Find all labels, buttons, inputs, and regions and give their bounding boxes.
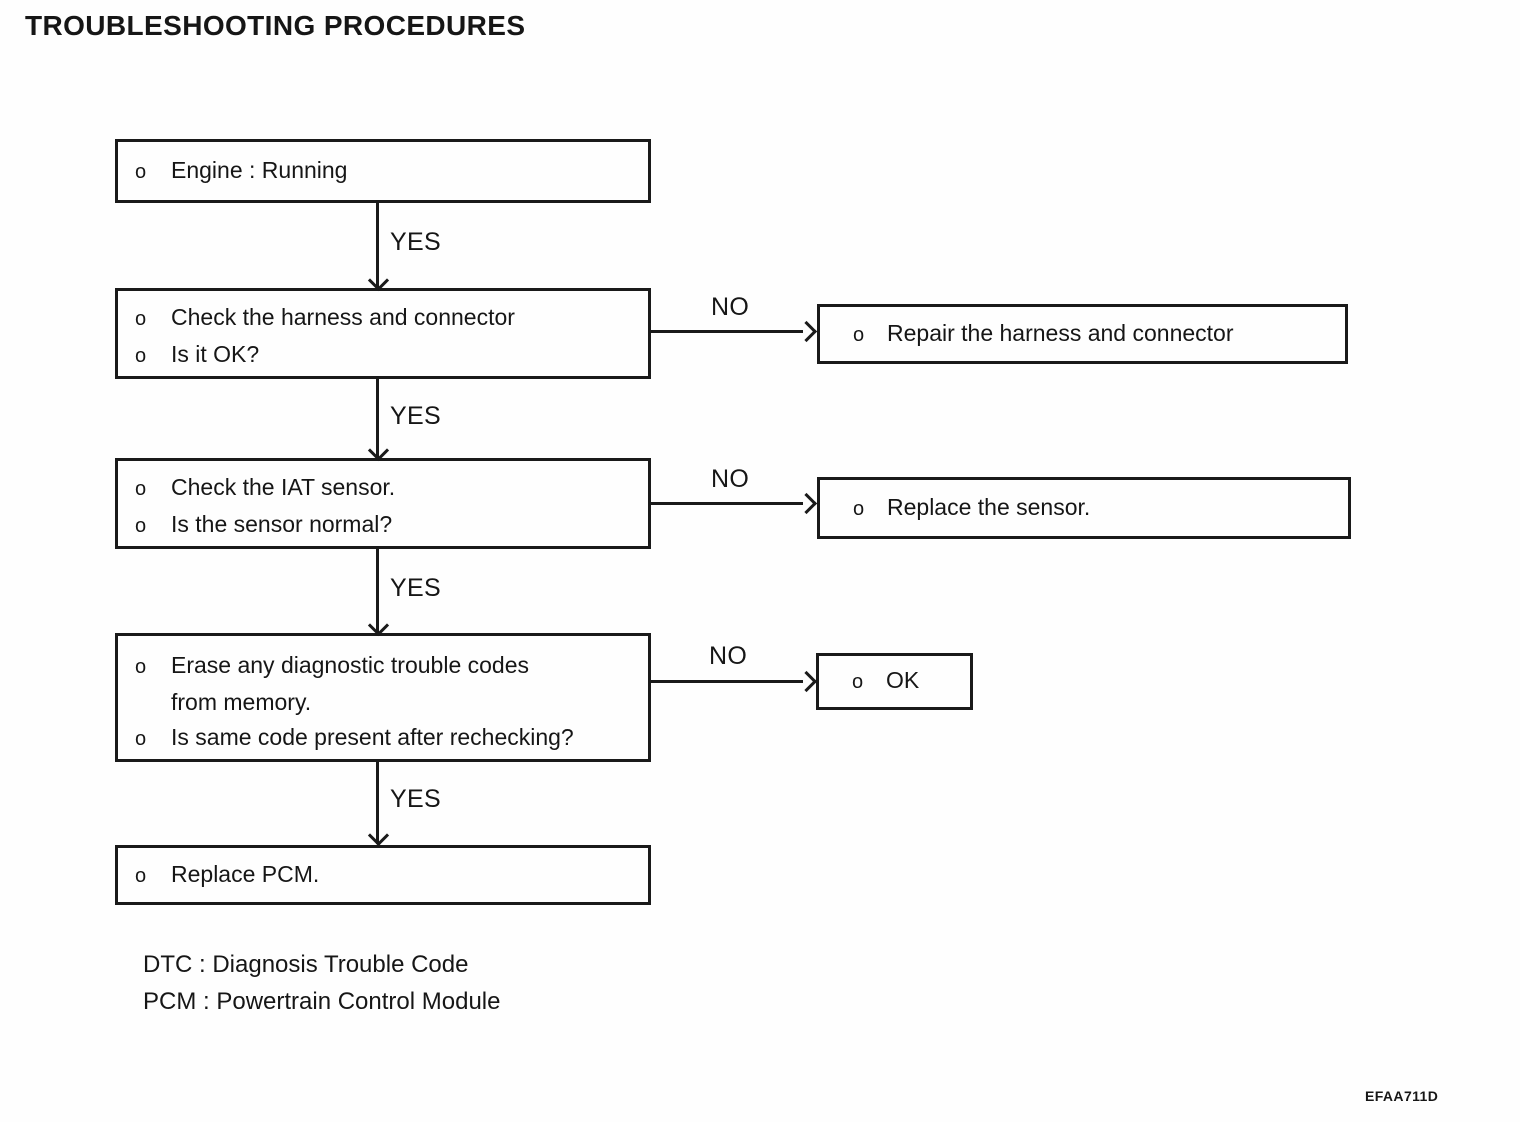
arrowhead-right-icon	[795, 320, 818, 343]
flow-box-repair-harness: o Repair the harness and connector	[817, 304, 1348, 364]
flow-box-line: o Check the IAT sensor.	[118, 470, 648, 507]
connector-line-right-1	[651, 330, 803, 333]
edge-label-no-1: NO	[711, 293, 750, 321]
bullet-marker: o	[852, 671, 864, 693]
connector-line-right-3	[651, 680, 803, 683]
arrowhead-right-icon	[795, 670, 818, 693]
edge-label-yes-4: YES	[390, 785, 441, 813]
flow-box-line: o Is same code present after rechecking?	[118, 720, 648, 757]
flow-box-check-harness: o Check the harness and connector o Is i…	[115, 288, 651, 379]
abbreviation-notes: DTC : Diagnosis Trouble Code PCM : Power…	[143, 946, 500, 1020]
flow-box-text: Is same code present after rechecking?	[171, 724, 574, 750]
edge-label-yes-2: YES	[390, 402, 441, 430]
flow-box-line: o Is it OK?	[118, 337, 648, 374]
flow-box-line: o Is the sensor normal?	[118, 507, 648, 544]
flow-box-text: Erase any diagnostic trouble codes	[171, 652, 529, 678]
bullet-marker: o	[135, 478, 147, 500]
arrowhead-down-icon	[367, 824, 390, 847]
connector-line-down-2	[376, 379, 379, 459]
flow-box-line: o Replace PCM.	[118, 857, 648, 894]
bullet-marker: o	[135, 864, 147, 887]
flow-box-text: Is it OK?	[171, 341, 260, 367]
flow-box-line: o Check the harness and connector	[118, 300, 648, 337]
connector-line-down-3	[376, 549, 379, 634]
flow-box-line: from memory.	[118, 685, 648, 720]
bullet-marker: o	[135, 160, 147, 183]
edge-label-yes-1: YES	[390, 228, 441, 256]
flow-box-engine-running: o Engine : Running	[115, 139, 651, 203]
arrowhead-right-icon	[795, 492, 818, 515]
flow-box-line: o Engine : Running	[118, 153, 648, 190]
flow-box-text: from memory.	[171, 689, 312, 715]
connector-line-right-2	[651, 502, 803, 505]
flow-box-text: Repair the harness and connector	[887, 319, 1234, 346]
flow-box-line: o Repair the harness and connector	[820, 316, 1345, 353]
flow-box-text: Check the harness and connector	[171, 304, 515, 330]
flow-box-replace-pcm: o Replace PCM.	[115, 845, 651, 905]
bullet-marker: o	[853, 497, 865, 520]
flow-box-line: o OK	[819, 663, 970, 700]
flow-box-erase-codes: o Erase any diagnostic trouble codes fro…	[115, 633, 651, 762]
flow-box-text: Replace PCM.	[171, 860, 320, 887]
flow-box-line: o Replace the sensor.	[820, 490, 1348, 527]
figure-code: EFAA711D	[1365, 1088, 1439, 1104]
flow-box-check-iat-sensor: o Check the IAT sensor. o Is the sensor …	[115, 458, 651, 549]
flow-box-text: Replace the sensor.	[887, 493, 1091, 520]
flow-box-text: Is the sensor normal?	[171, 511, 393, 537]
bullet-marker: o	[853, 323, 865, 346]
flow-box-text: Engine : Running	[171, 156, 348, 183]
flow-box-text: OK	[886, 667, 920, 693]
bullet-marker: o	[135, 728, 147, 750]
bullet-marker: o	[135, 515, 147, 537]
page-title: TROUBLESHOOTING PROCEDURES	[25, 10, 526, 41]
flow-box-line: o Erase any diagnostic trouble codes	[118, 648, 648, 685]
note-pcm: PCM : Powertrain Control Module	[143, 988, 501, 1015]
edge-label-yes-3: YES	[390, 574, 441, 602]
bullet-marker: o	[135, 345, 147, 367]
note-dtc: DTC : Diagnosis Trouble Code	[143, 951, 469, 978]
connector-line-down-1	[376, 203, 379, 289]
bullet-marker: o	[135, 308, 147, 330]
bullet-marker: o	[135, 656, 147, 678]
flow-box-text: Check the IAT sensor.	[171, 474, 396, 500]
flow-box-replace-sensor: o Replace the sensor.	[817, 477, 1351, 539]
connector-line-down-4	[376, 762, 379, 844]
edge-label-no-2: NO	[711, 465, 750, 493]
edge-label-no-3: NO	[709, 642, 748, 670]
flow-box-ok: o OK	[816, 653, 973, 710]
